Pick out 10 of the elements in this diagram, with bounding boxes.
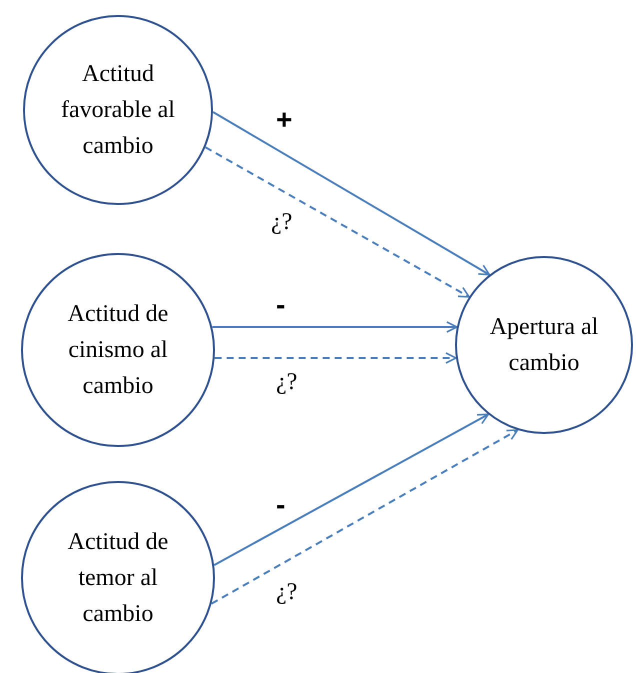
arrow	[214, 414, 490, 566]
node-label: Actitud de temor al cambio	[66, 528, 170, 629]
arrow	[204, 146, 470, 298]
node-label: Actitud de cinismo al cambio	[66, 300, 170, 401]
arrow	[212, 111, 490, 276]
arrow	[212, 321, 458, 333]
arrow	[214, 352, 457, 364]
node-label: Actitud favorable al cambio	[60, 60, 176, 161]
arrow	[211, 429, 518, 605]
node-label: Apertura al cambio	[488, 313, 600, 378]
